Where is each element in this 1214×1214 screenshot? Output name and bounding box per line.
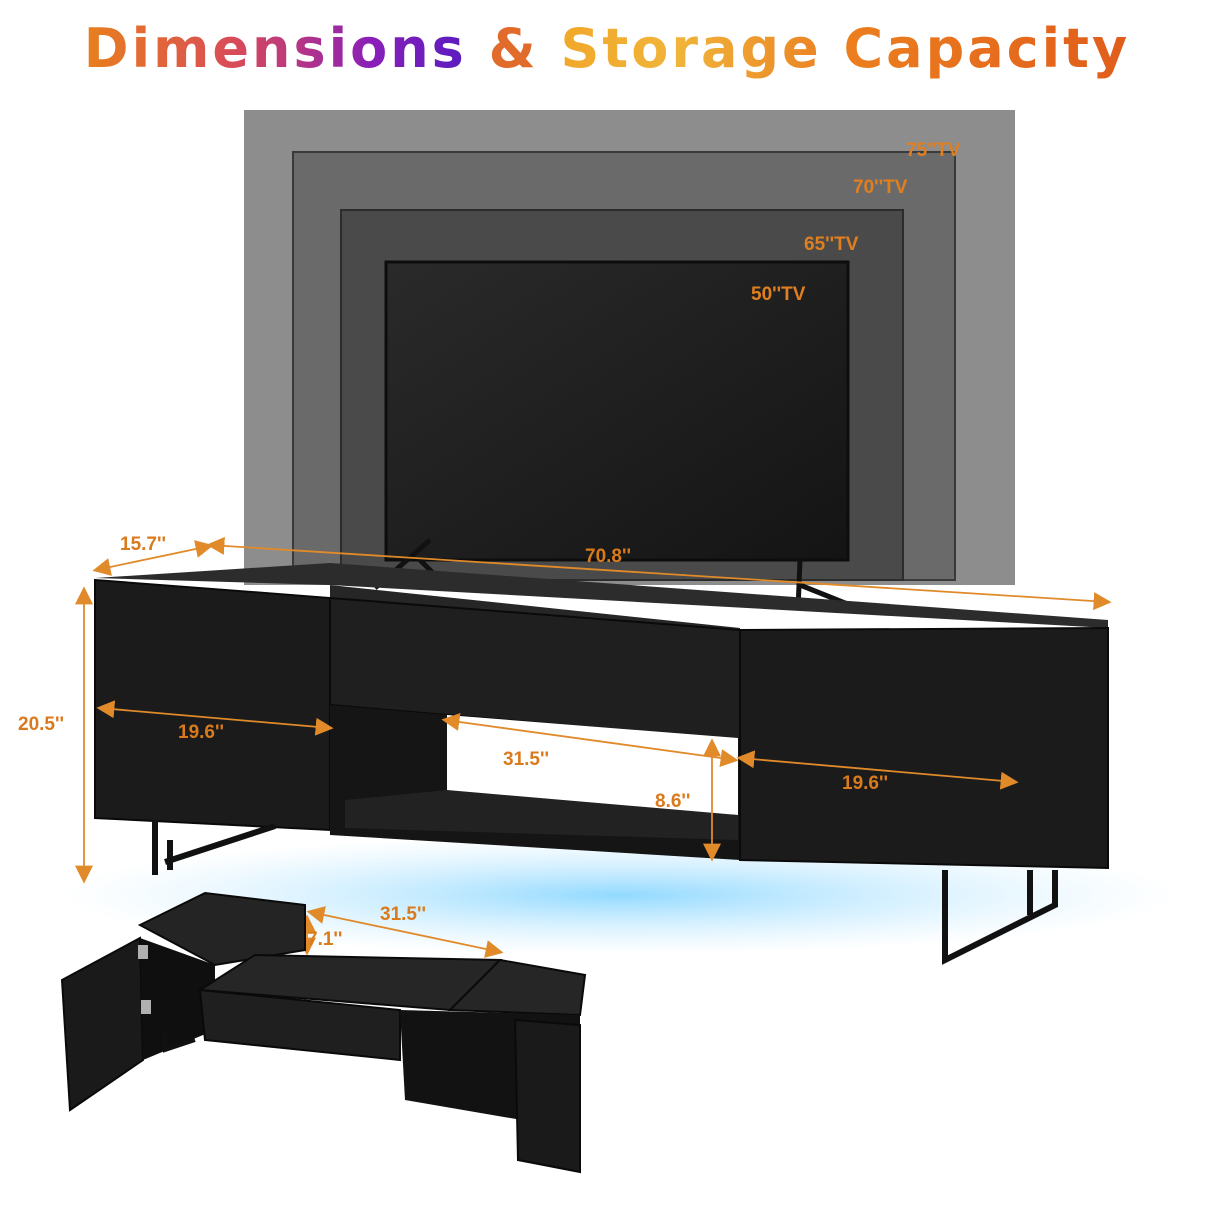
title-word-storage: Storage (560, 17, 822, 80)
open-right-door (513, 1018, 581, 1174)
cabinet-leg-left (152, 820, 276, 875)
tv-label-65: 65''TV (804, 234, 859, 255)
label-left-cabinet: 19.6'' (178, 722, 224, 743)
open-leg-left (163, 1030, 196, 1053)
title-word-dimensions: Dimensions (83, 17, 467, 80)
right-cabinet-line (736, 750, 1019, 790)
open-left-door (60, 936, 145, 1112)
title-ampersand: & (488, 17, 539, 80)
hinge-icon-bottom (141, 1000, 151, 1014)
label-drawer-height: 7.1'' (307, 929, 342, 950)
label-open-shelf-width: 31.5'' (503, 749, 549, 770)
dimension-lines (75, 536, 1112, 958)
cabinet-right-door (739, 626, 1109, 870)
cabinet-left-door (94, 578, 331, 832)
tv-label-70: 70''TV (853, 177, 908, 198)
cabinet-leg-right (942, 870, 1058, 965)
opened-cabinet-view (60, 891, 587, 1174)
open-top-left (137, 891, 306, 967)
label-right-cabinet: 19.6'' (842, 773, 888, 794)
label-height: 20.5'' (18, 714, 64, 735)
label-width: 70.8'' (585, 546, 631, 567)
tv-label-50: 50''TV (751, 284, 806, 305)
open-left-compartment (140, 938, 215, 1060)
label-drawer-width: 31.5'' (380, 904, 426, 925)
label-open-shelf-height: 8.6'' (655, 791, 690, 812)
title-word-capacity: Capacity (843, 17, 1131, 80)
left-cabinet-line (96, 700, 334, 736)
label-depth: 15.7'' (120, 534, 166, 555)
tv-screen-50 (384, 260, 850, 562)
hinge-icon-top (138, 945, 148, 959)
open-shelf-width-line (441, 713, 739, 767)
depth-line (92, 540, 214, 576)
tv-label-75: 75''TV (906, 140, 961, 161)
tv-cabinet (94, 563, 1109, 965)
open-drawer-front (198, 988, 401, 1062)
tv-size-frames (244, 110, 1015, 585)
drawer-width-line (306, 906, 504, 958)
width-line (206, 536, 1112, 611)
open-right-top (447, 958, 587, 1017)
page-title: Dimensions & Storage Capacity (0, 14, 1214, 84)
